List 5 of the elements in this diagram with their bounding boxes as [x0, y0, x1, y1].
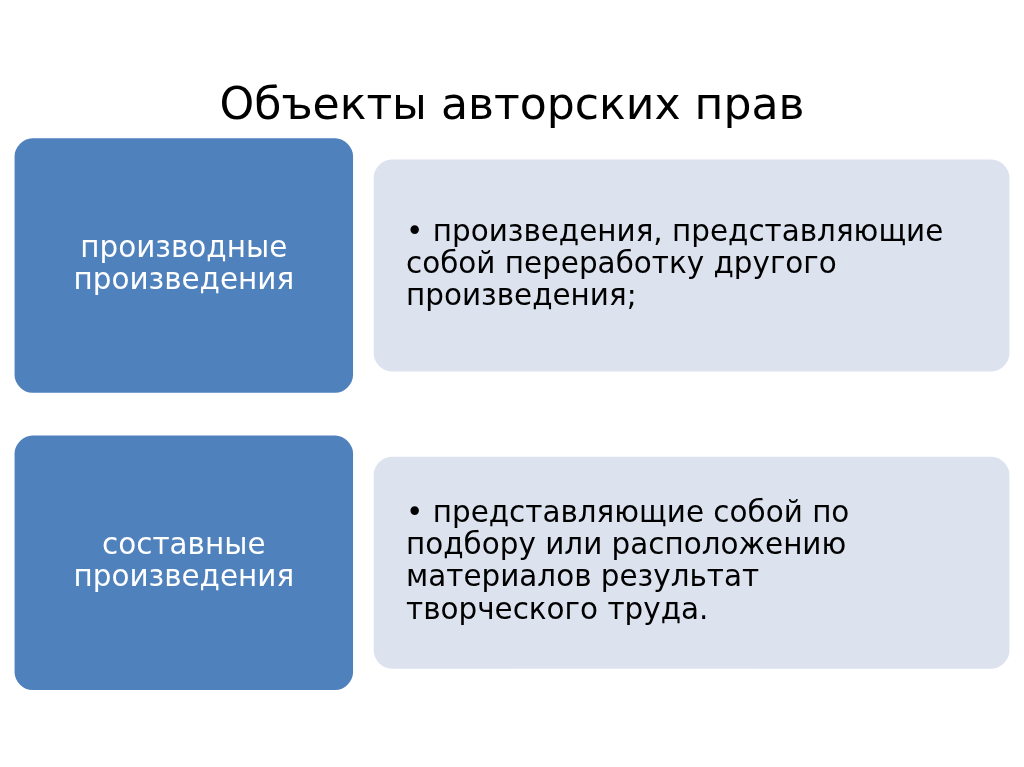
node-box: составные произведения	[14, 435, 354, 690]
node-box: производные произведения	[14, 137, 354, 393]
node-box: • представляющие собой по подбору или расположению материалов результат творческого труда.	[373, 456, 1010, 669]
diagram-title: Объекты авторских прав	[219, 77, 805, 129]
node-box: • произведения, представляющие собой переработку другого произведения;	[373, 159, 1010, 371]
